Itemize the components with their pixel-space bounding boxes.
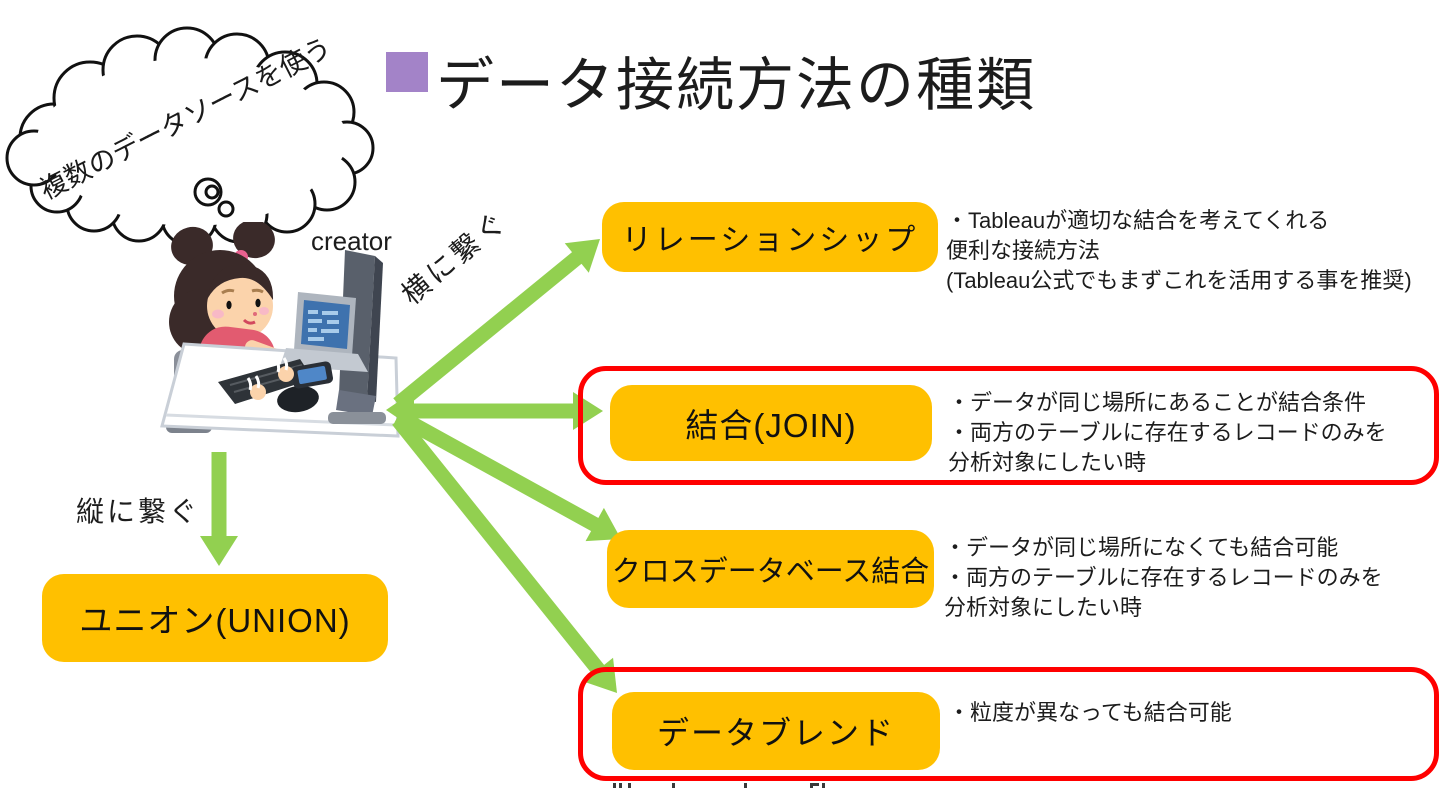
mouse [277,385,319,413]
arrow-to-data-blend [392,415,607,678]
method-box-join: 結合(JOIN) [610,385,932,461]
arrow-to-relationship-head [564,239,600,273]
cutoff-text-fragment [598,783,1058,788]
thought-bubble: 複数のデータソースを使う [5,26,375,243]
desc-line: 分析対象にしたい時 [948,450,1147,475]
desc-line: ・データが同じ場所になくても結合可能 [944,535,1339,560]
desc-line: 分析対象にしたい時 [944,595,1143,620]
arrow-to-cross-database-join [394,409,602,534]
method-box-data-blend: データブレンド [612,692,940,770]
highlight-outline-blend [578,667,1439,781]
smartphone [291,361,333,389]
desc-line: ・両方のテーブルに存在するレコードのみを [944,565,1383,590]
method-box-relationship-label: リレーションシップ [621,224,919,257]
keyboard [218,359,313,404]
desc-line: (Tableau公式でもまずこれを活用する事を推奨) [946,268,1412,293]
method-box-cross-database-join: クロスデータベース結合 [607,530,934,608]
title-bullet-square [386,52,428,92]
laptop [280,292,368,372]
desk [160,342,400,438]
thought-bubble-text: 複数のデータソースを使う [35,32,336,205]
desc-line: ・両方のテーブルに存在するレコードのみを [948,420,1387,445]
thought-bubble-tail [193,177,235,218]
method-desc-relationship: ・Tableauが適切な結合を考えてくれる 便利な接続方法 (Tableau公式… [946,206,1412,296]
page-title: データ接続方法の種類 [436,53,1037,118]
creator-label: creator [311,226,392,256]
creator-illustration [160,222,400,438]
desc-line: 便利な接続方法 [946,238,1101,263]
desc-line: ・データが同じ場所にあることが結合条件 [948,390,1367,415]
label-connect-horizontally: 横に繋ぐ [395,204,514,311]
desc-line: ・Tableauが適切な結合を考えてくれる [946,208,1330,233]
highlight-outline-join [578,366,1439,485]
method-desc-join: ・データが同じ場所にあることが結合条件 ・両方のテーブルに存在するレコードのみを… [948,388,1387,478]
hands [246,357,294,400]
label-connect-vertically: 縦に繋ぐ [76,496,201,527]
method-box-union-label: ユニオン(UNION) [79,602,351,639]
method-desc-cross-database-join: ・データが同じ場所になくても結合可能 ・両方のテーブルに存在するレコードのみを … [944,533,1383,623]
method-box-relationship: リレーションシップ [602,202,938,272]
arrowhead-at-creator [386,391,414,429]
method-desc-data-blend: ・粒度が異なっても結合可能 [948,698,1232,728]
arrow-to-union-head [200,536,238,566]
desc-line: ・粒度が異なっても結合可能 [948,700,1232,725]
monitor [328,250,386,424]
girl [169,222,291,402]
method-box-cross-database-join-label: クロスデータベース結合 [611,556,930,588]
method-box-join-label: 結合(JOIN) [685,407,857,444]
chair [174,350,198,428]
method-box-data-blend-label: データブレンド [656,715,895,751]
method-box-union: ユニオン(UNION) [42,574,388,662]
